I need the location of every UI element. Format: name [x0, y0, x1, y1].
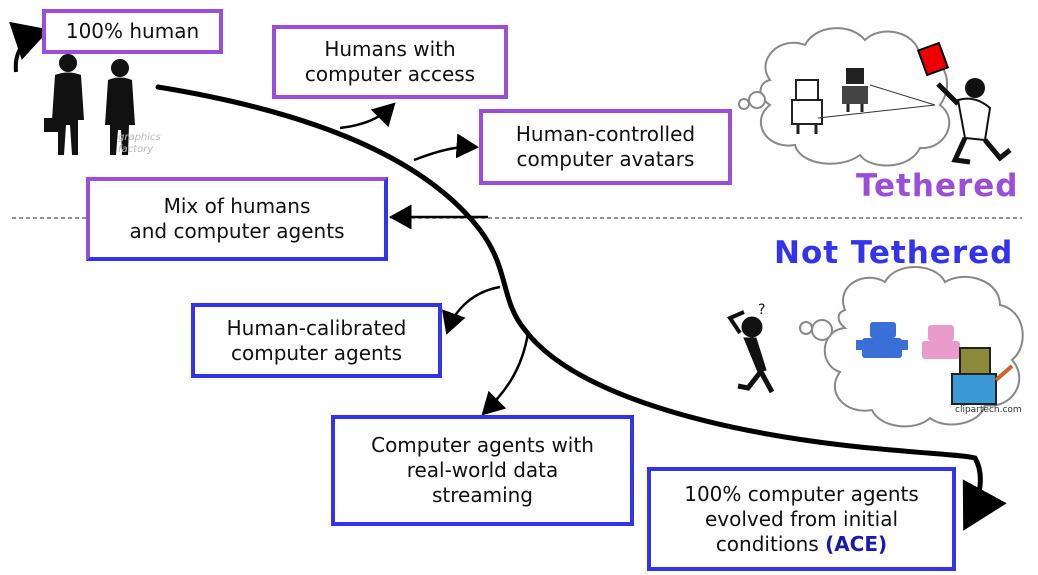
- ace-text-line3: conditions (ACE): [716, 532, 887, 557]
- box-mix-humans-agents: Mix of humans and computer agents: [86, 177, 388, 261]
- human-curl-arrow: [9, 21, 50, 73]
- svg-text:?: ?: [758, 302, 765, 318]
- ace-text-line3-words: conditions: [715, 531, 826, 556]
- label-tethered: Tethered: [856, 168, 1019, 204]
- watermark-site: clipartech.com: [955, 405, 1022, 415]
- branch-arrow-avatars: [413, 133, 479, 162]
- branch-arrow-computer-access: [339, 102, 396, 130]
- watermark-graphics-factory-2: factory: [118, 144, 154, 155]
- branch-arrow-realworld: [481, 332, 530, 416]
- branch-arrow-calibrated: [441, 285, 501, 335]
- box-100-computer-agents-ace: 100% computer agents evolved from initia…: [647, 467, 956, 571]
- box-human-controlled-avatars: Human-controlled computer avatars: [479, 109, 732, 185]
- people-silhouette-icon: [44, 54, 135, 155]
- watermark-graphics-factory: graphics: [118, 132, 161, 143]
- robot-cloud-icon: [738, 27, 951, 167]
- box-computer-agents-realworld: Computer agents with real-world data str…: [331, 415, 634, 526]
- box-100-human: 100% human: [42, 9, 223, 54]
- evolution-curve: [155, 84, 1007, 531]
- robot-cloud-2-icon: clipartech.com: [799, 266, 1024, 428]
- ace-acronym: (ACE): [825, 531, 888, 556]
- referee-icon: [916, 41, 1012, 165]
- box-humans-computer-access: Humans with computer access: [272, 25, 508, 99]
- thinking-man-icon: ?: [727, 302, 775, 394]
- ace-text-line2: evolved from initial: [704, 506, 899, 531]
- ace-text-line1: 100% computer agents: [684, 481, 919, 506]
- label-not-tethered: Not Tethered: [774, 235, 1014, 271]
- box-human-calibrated-agents: Human-calibrated computer agents: [191, 303, 442, 378]
